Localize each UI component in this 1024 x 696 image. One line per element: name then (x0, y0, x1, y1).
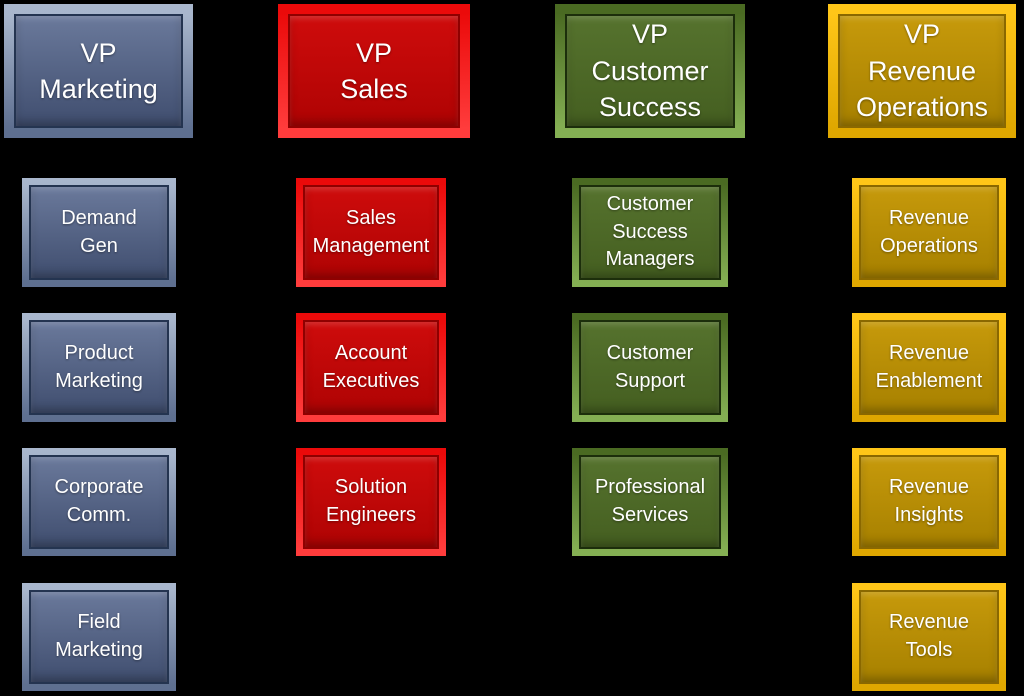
vp-marketing-box: VP Marketing (4, 4, 193, 138)
vp-customer-success-box: VP Customer Success (555, 4, 745, 138)
team-solution-engineers-box: Solution Engineers (296, 448, 446, 556)
team-product-marketing-box: Product Marketing (22, 313, 176, 422)
team-customer-support-box: Customer Support (572, 313, 728, 422)
team-revenue-tools-box: Revenue Tools (852, 583, 1006, 691)
team-customer-success-managers-box: Customer Success Managers (572, 178, 728, 287)
team-revenue-insights-box: Revenue Insights (852, 448, 1006, 556)
team-account-executives-box: Account Executives (296, 313, 446, 422)
team-corporate-comm-box: Corporate Comm. (22, 448, 176, 556)
team-revenue-operations-box: Revenue Operations (852, 178, 1006, 287)
team-sales-management-box: Sales Management (296, 178, 446, 287)
team-demand-gen-box: Demand Gen (22, 178, 176, 287)
team-professional-services-box: Professional Services (572, 448, 728, 556)
vp-sales-box: VP Sales (278, 4, 470, 138)
vp-revenue-operations-box: VP Revenue Operations (828, 4, 1016, 138)
team-revenue-enablement-box: Revenue Enablement (852, 313, 1006, 422)
team-field-marketing-box: Field Marketing (22, 583, 176, 691)
